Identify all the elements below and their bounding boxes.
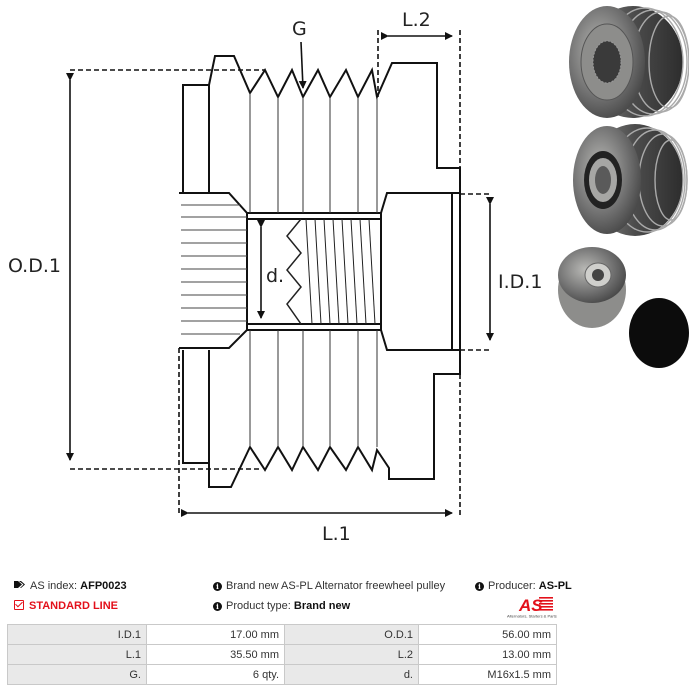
logo-tagline: Alternators, Starters & Parts	[507, 614, 557, 619]
standard-line-label: STANDARD LINE	[29, 600, 119, 612]
groove-lines	[249, 93, 378, 447]
spec-value: 35.50 mm	[146, 644, 285, 665]
product-photos	[558, 6, 689, 368]
label-thread: d.	[266, 265, 284, 287]
description-text: Brand new AS-PL Alternator freewheel pul…	[226, 580, 446, 592]
label-outer-diameter: O.D.1	[8, 255, 61, 277]
spec-value: 6 qty.	[146, 664, 285, 685]
as-index-value: AFP0023	[80, 580, 127, 592]
table-row: G. 6 qty. d. M16x1.5 mm	[7, 664, 557, 685]
as-index: AS index: AFP0023	[14, 580, 127, 592]
product-type-value: Brand new	[293, 600, 351, 612]
spec-value: 56.00 mm	[418, 624, 557, 645]
spec-value: 17.00 mm	[146, 624, 285, 645]
spec-value: 13.00 mm	[418, 644, 557, 665]
table-row: L.1 35.50 mm L.2 13.00 mm	[7, 644, 557, 665]
producer: i Producer: AS-PL	[475, 580, 572, 592]
spec-key: L.2	[284, 644, 419, 665]
spec-key: O.D.1	[284, 624, 419, 645]
tags-icon	[14, 581, 25, 588]
standard-line-badge: STANDARD LINE	[14, 600, 118, 612]
label-inner-diameter: I.D.1	[498, 271, 542, 293]
pulley-side-view-with-cap	[558, 247, 689, 368]
thread-lines	[286, 218, 376, 325]
as-index-label: AS index:	[30, 580, 78, 592]
producer-value: AS-PL	[538, 580, 572, 592]
table-row: I.D.1 17.00 mm O.D.1 56.00 mm	[7, 624, 557, 645]
spec-key: L.1	[7, 644, 147, 665]
description: i Brand new AS-PL Alternator freewheel pu…	[213, 580, 445, 592]
spec-key: I.D.1	[7, 624, 147, 645]
label-length-total: L.1	[322, 523, 351, 545]
spec-value: M16x1.5 mm	[418, 664, 557, 685]
product-type-label: Product type:	[226, 600, 291, 612]
info-icon: i	[475, 582, 484, 591]
spec-table: I.D.1 17.00 mm O.D.1 56.00 mm L.1 35.50 …	[7, 624, 557, 685]
product-type: i Product type: Brand new	[213, 600, 350, 612]
spec-key: d.	[284, 664, 419, 685]
logo-mark: AS	[518, 596, 543, 615]
pulley-outline	[179, 55, 461, 488]
dimension-lines	[66, 30, 494, 517]
spline-lines	[181, 204, 247, 335]
spec-key: G.	[7, 664, 147, 685]
info-icon: i	[213, 602, 222, 611]
pulley-rear-view	[573, 124, 688, 236]
checkbox-icon	[14, 600, 24, 610]
technical-drawing: G L.2 O.D.1 I.D.1 d. L.1	[8, 9, 542, 545]
label-grooves: G	[292, 18, 307, 40]
pulley-front-view	[569, 6, 689, 118]
producer-label: Producer:	[488, 580, 536, 592]
info-icon: i	[213, 582, 222, 591]
label-length-offset: L.2	[402, 9, 431, 31]
as-pl-logo: AS Alternators, Starters & Parts	[507, 596, 557, 619]
